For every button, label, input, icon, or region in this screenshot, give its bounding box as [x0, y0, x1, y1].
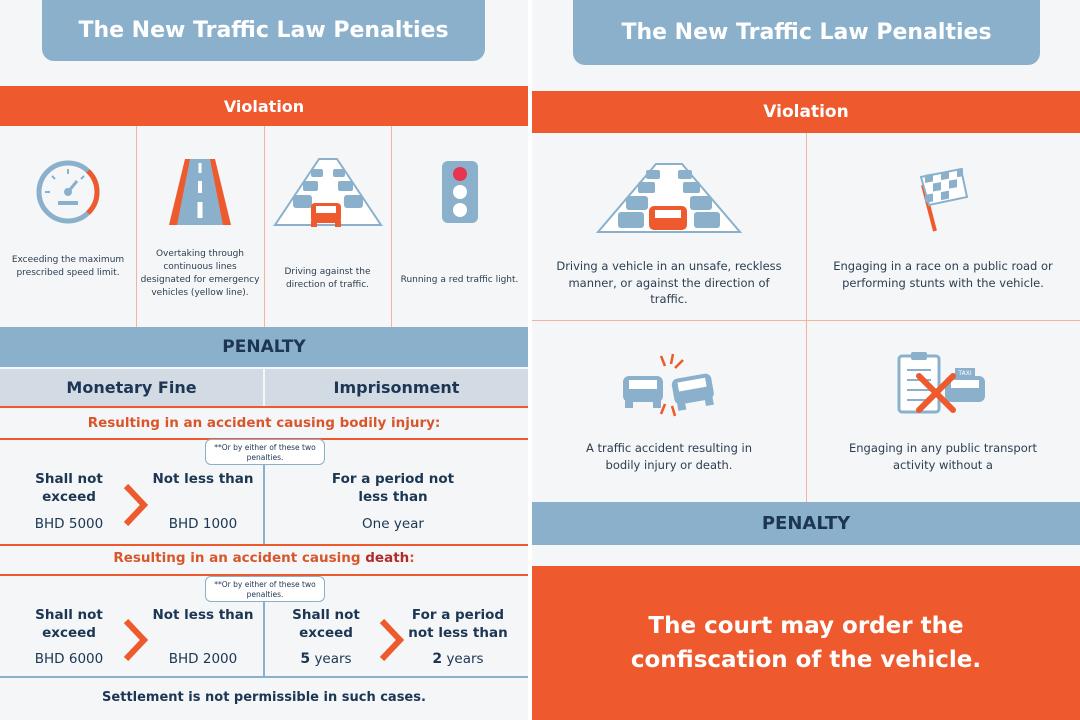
- either-penalty-note: **Or by either of these two penalties.: [205, 439, 325, 465]
- violation-overtaking: Overtaking through continuous lines desi…: [136, 150, 264, 300]
- prison-min-value: One year: [362, 516, 424, 532]
- cell-divider: [391, 126, 392, 327]
- panel-gutter: [528, 0, 532, 720]
- fine-max-label: Shall not exceed: [35, 607, 103, 641]
- traffic-light-icon: [440, 150, 480, 234]
- penalty-header: PENALTY: [0, 327, 528, 367]
- fine-min-label: Not less than: [152, 471, 254, 487]
- confiscation-notice: The court may order the confiscation of …: [532, 566, 1080, 720]
- fine-min-value: BHD 1000: [168, 516, 238, 532]
- injury-heading: Resulting in an accident causing bodily …: [87, 415, 441, 431]
- section-rule: [0, 574, 528, 576]
- chevron-right-icon: [122, 617, 150, 667]
- violation-wrong-direction: Driving against the direction of traffic…: [264, 150, 391, 292]
- violation-text: Engaging in a race on a public road or p…: [833, 259, 1053, 290]
- cell-divider: [264, 126, 265, 327]
- speedometer-icon: [33, 150, 103, 234]
- violation-public-transport: TAXI Engaging in any public transport ac…: [806, 350, 1080, 473]
- column-divider: [263, 602, 265, 676]
- panel-title: The New Traffic Law Penalties: [573, 0, 1040, 65]
- road-lines-icon: [165, 150, 235, 234]
- prison-min-value: 2 years: [432, 651, 484, 667]
- prison-min-label: For a period not less than: [331, 471, 455, 505]
- violation-text: Overtaking through continuous lines desi…: [140, 249, 260, 299]
- violation-racing: Engaging in a race on a public road or p…: [806, 160, 1080, 291]
- right-infographic-panel: The New Traffic Law Penalties Violation …: [532, 0, 1080, 720]
- violation-red-light: Running a red traffic light.: [391, 150, 528, 287]
- death-heading: Resulting in an accident causing death:: [113, 550, 415, 566]
- fine-max-value: BHD 6000: [34, 651, 104, 667]
- violation-header: Violation: [0, 86, 528, 126]
- svg-text:TAXI: TAXI: [957, 370, 971, 377]
- violation-text: A traffic accident resulting in bodily i…: [585, 441, 753, 472]
- cell-divider: [136, 126, 137, 327]
- prison-max-label: Shall not exceed: [292, 607, 360, 641]
- chevron-right-icon: [378, 617, 406, 667]
- prison-min-label: For a period not less than: [408, 607, 508, 641]
- left-infographic-panel: The New Traffic Law Penalties Violation …: [0, 0, 528, 720]
- car-crash-icon: [619, 350, 719, 420]
- section-rule: [0, 676, 528, 678]
- traffic-wrong-direction-icon: [272, 150, 383, 234]
- violation-text: Running a red traffic light.: [400, 275, 519, 285]
- violation-speeding: Exceeding the maximum prescribed speed l…: [0, 150, 136, 280]
- fine-min-label: Not less than: [152, 607, 254, 623]
- violation-text: Driving a vehicle in an unsafe, reckless…: [556, 259, 782, 307]
- violation-accident: A traffic accident resulting in bodily i…: [532, 350, 806, 473]
- cell-divider: [806, 133, 807, 502]
- fine-max-value: BHD 5000: [34, 516, 104, 532]
- taxi-prohibited-icon: TAXI: [893, 350, 993, 420]
- fine-max-label: Shall not exceed: [35, 471, 103, 505]
- row-divider: [532, 320, 1080, 321]
- either-penalty-note: **Or by either of these two penalties.: [205, 576, 325, 602]
- panel-title: The New Traffic Law Penalties: [42, 0, 485, 61]
- reckless-traffic-icon: [594, 160, 744, 236]
- section-rule: [0, 544, 528, 546]
- checkered-flag-icon: [913, 160, 973, 236]
- prison-max-value: 5 years: [300, 651, 352, 667]
- violation-reckless: Driving a vehicle in an unsafe, reckless…: [532, 160, 806, 308]
- column-divider: [263, 465, 265, 544]
- fine-min-value: BHD 2000: [168, 651, 238, 667]
- chevron-right-icon: [122, 482, 150, 532]
- violation-header: Violation: [532, 91, 1080, 133]
- violation-text: Exceeding the maximum prescribed speed l…: [11, 255, 125, 279]
- violation-text: Engaging in any public transport activit…: [849, 441, 1037, 472]
- monetary-fine-header: Monetary Fine: [0, 369, 263, 406]
- imprisonment-header: Imprisonment: [265, 369, 528, 406]
- penalty-header: PENALTY: [532, 502, 1080, 545]
- violation-text: Driving against the direction of traffic…: [284, 267, 371, 291]
- settlement-note: Settlement is not permissible in such ca…: [102, 690, 426, 705]
- section-rule: [0, 406, 528, 408]
